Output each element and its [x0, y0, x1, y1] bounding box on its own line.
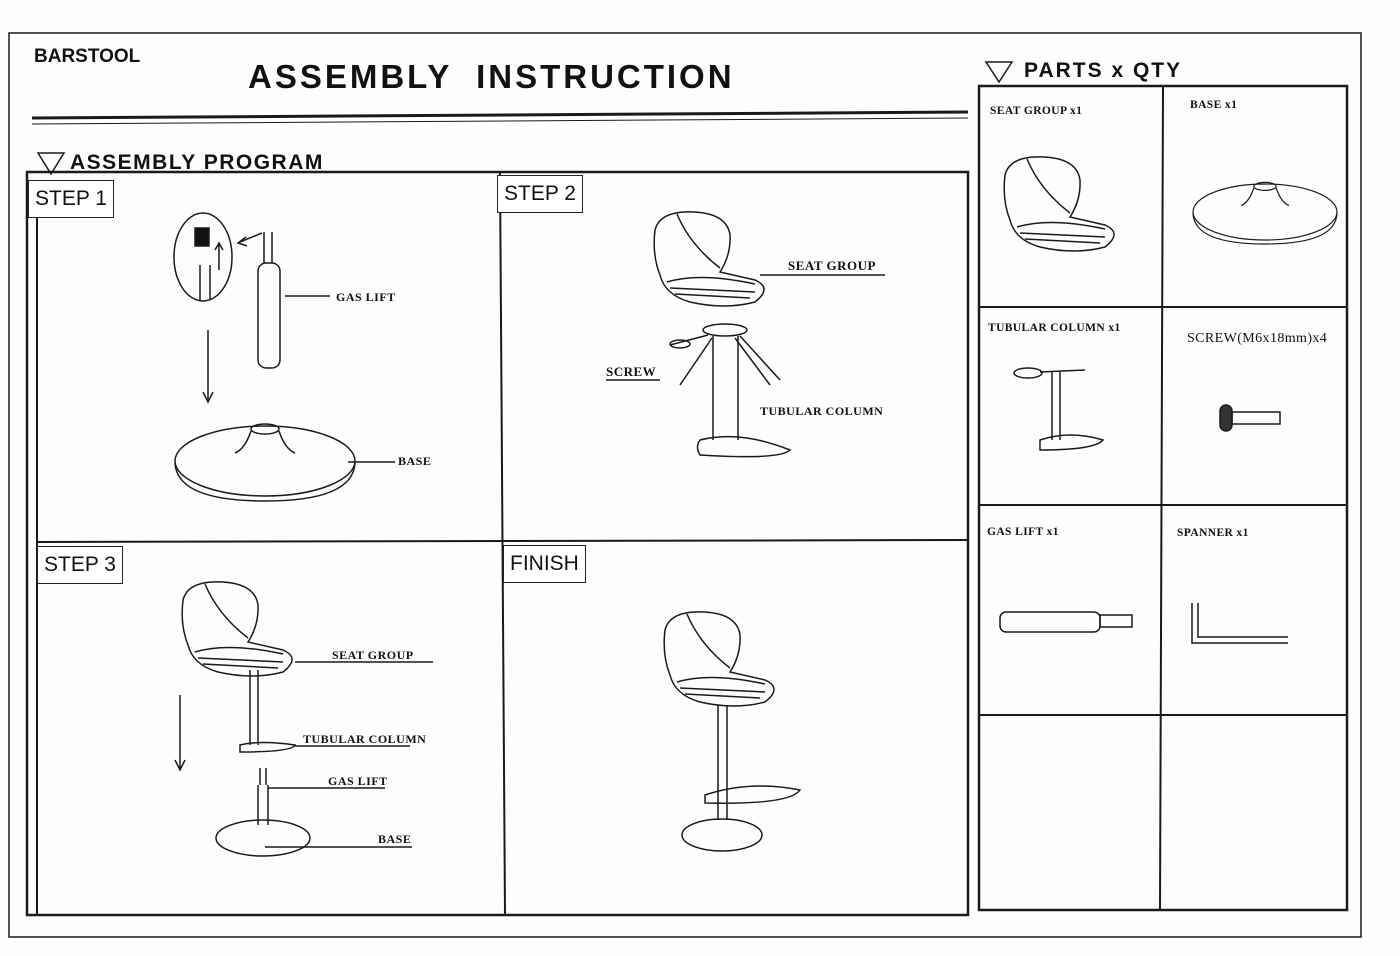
callout-gas-lift: GAS LIFT — [336, 290, 396, 304]
part-gas-lift: GAS LIFT x1 — [987, 526, 1059, 538]
step-2-label: STEP 2 — [497, 175, 583, 213]
step2-drawing — [606, 211, 885, 458]
parts-drawings — [999, 156, 1338, 644]
callout-tubular-column: TUBULAR COLUMN — [760, 404, 884, 418]
part-spanner: SPANNER x1 — [1177, 527, 1249, 539]
parts-heading: PARTS x QTY — [1024, 59, 1183, 82]
step1-drawing — [173, 212, 395, 502]
callout-tubular-column: TUBULAR COLUMN — [303, 732, 427, 746]
finish-label: FINISH — [503, 545, 586, 583]
part-seat-group: SEAT GROUP x1 — [990, 105, 1083, 117]
page-title: ASSEMBLY INSTRUCTION — [248, 58, 735, 95]
callout-seat-group: SEAT GROUP — [332, 648, 414, 662]
step-1-label: STEP 1 — [28, 180, 114, 218]
title-rule — [31, 110, 969, 120]
part-base: BASE x1 — [1190, 99, 1238, 111]
callout-base: BASE — [398, 454, 432, 468]
callout-base: BASE — [378, 832, 412, 846]
callout-gas-lift: GAS LIFT — [328, 774, 388, 788]
assembly-program-heading: ASSEMBLY PROGRAM — [70, 151, 324, 174]
callout-seat-group: SEAT GROUP — [788, 258, 876, 273]
step-3-label: STEP 3 — [37, 546, 123, 584]
step3-drawing — [174, 581, 433, 857]
program-frame — [25, 170, 970, 917]
outer-border — [8, 32, 1362, 938]
product-name: BARSTOOL — [34, 46, 141, 67]
part-screw: SCREW(M6x18mm)x4 — [1187, 331, 1328, 346]
callout-screw: SCREW — [606, 364, 657, 379]
finish-drawing — [663, 611, 802, 852]
part-tubular-column: TUBULAR COLUMN x1 — [988, 322, 1121, 334]
